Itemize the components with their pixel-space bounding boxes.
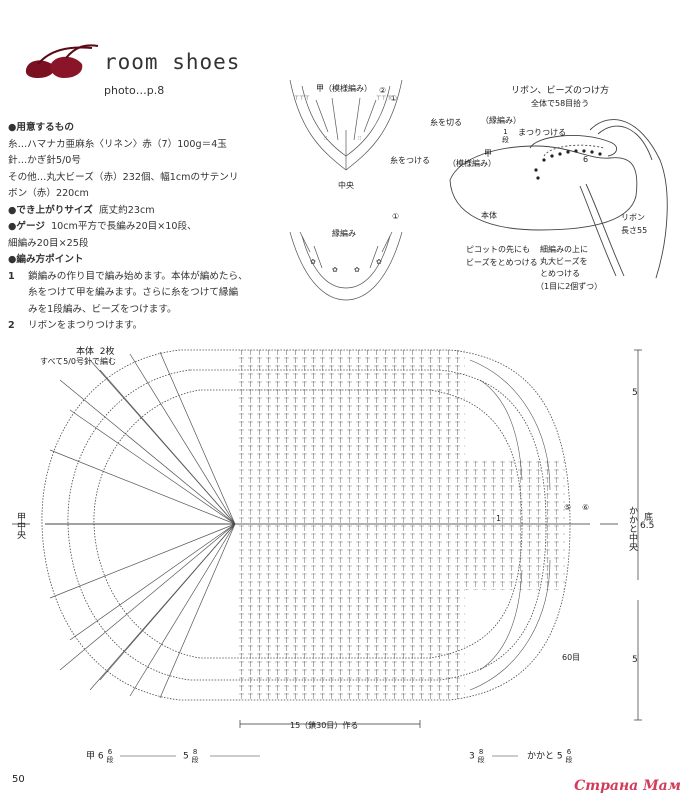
side-bottom-value: 5 [632, 655, 638, 665]
start-marker: 1 [496, 514, 502, 523]
instep-row-1: ① [390, 94, 398, 103]
yarn-line: 糸…ハマナカ亜麻糸〈リネン〉赤（7）100g＝4玉 [8, 138, 227, 150]
edge-chart: ✿ ✿ ✿ ✿ [289, 231, 403, 301]
gauge-heading: ●ゲージ [8, 221, 45, 232]
svg-text:✿: ✿ [332, 266, 338, 274]
needle-line: 針…かぎ針5/0号 [8, 155, 82, 166]
heel-center-label: かかと中央 [627, 506, 637, 551]
sc-note-4: （1目に2個ずつ） [536, 282, 603, 291]
cut-yarn-label: 糸を切る [430, 118, 462, 127]
ribbon-diagram [449, 119, 668, 279]
ribbon-title: リボン、ビーズのつけ方 [511, 86, 610, 96]
body-title: 本体 2枚 [76, 347, 115, 357]
picot-note-1: ピコットの先にも [466, 245, 530, 254]
other-line-2: ボン（赤）220cm [8, 188, 89, 199]
size-value: 底丈約23cm [98, 204, 155, 216]
row-5-marker: ⑤ [564, 503, 572, 512]
other-line-1: その他…丸大ビーズ（赤）232個、幅1cmのサテンリ [8, 171, 239, 183]
ribbon-length-2: 長さ55 [621, 226, 648, 235]
point-2: 2 リボンをまつりつけます。 [8, 320, 143, 331]
footer-arrows [120, 755, 518, 757]
toe-center-label: 甲中央 [15, 512, 25, 539]
instep-title: 甲（模様編み） [316, 84, 372, 93]
points-heading: ●編み方ポイント [8, 254, 84, 265]
page-number: 50 [12, 774, 25, 785]
svg-text:⫶⫶: ⫶⫶ [358, 135, 362, 142]
materials-block: ●用意するもの 糸…ハマナカ亜麻糸〈リネン〉赤（7）100g＝4玉 針…かぎ針5… [8, 120, 278, 335]
shoe-photo-icon [25, 44, 99, 78]
svg-text:✿: ✿ [354, 266, 360, 274]
stitches-60-label: 60目 [562, 653, 581, 662]
edge-row-1: ① [392, 212, 400, 221]
instep-center-label: 中央 [338, 181, 354, 190]
svg-text:✿: ✿ [376, 258, 382, 266]
sc-note-1: 細編みの上に [540, 245, 588, 254]
ribbon-instep-label: 甲 [484, 149, 492, 158]
sc-note-3: とめつける [540, 269, 580, 278]
size-heading: ●でき上がりサイズ [8, 204, 93, 216]
photo-reference: photo…p.8 [104, 84, 165, 97]
svg-text:⊤⊤⊤: ⊤⊤⊤ [376, 95, 392, 102]
page-title: room shoes [104, 50, 241, 74]
pick-up-label: 全体で58目拾う [531, 99, 590, 108]
edge-title: 縁編み [332, 229, 356, 238]
row-6-marker: ⑥ [582, 503, 590, 512]
ribbon-length-1: リボン [621, 213, 645, 222]
instep-row-2: ② [379, 86, 387, 95]
chain-base-label: 15（鎖30目）作る [290, 721, 359, 730]
edge-label: （縁編み） [481, 116, 521, 125]
svg-text:⫶⫶: ⫶⫶ [324, 135, 328, 142]
body-chart [41, 349, 590, 701]
body-needle-note: すべて5/0号針で編む [40, 357, 116, 366]
sole-label: 底 [644, 513, 654, 523]
watermark: Страна Мам [574, 778, 681, 794]
attach-yarn-label: 糸をつける [390, 156, 430, 165]
ribbon-instep-sub: （模様編み） [448, 159, 496, 168]
ribbon-six: 6 [583, 155, 589, 164]
materials-heading: ●用意するもの [8, 122, 74, 133]
gauge-line-1: 10cm平方で長編み20目×10段、 [51, 221, 197, 232]
svg-text:✿: ✿ [310, 258, 316, 266]
picot-note-2: ビーズをとめつける [466, 258, 538, 267]
sole-value: 6.5 [640, 521, 655, 531]
instep-chart: ⊤⊤⊤ ⊤⊤⊤ ⫶⫶ ⫶⫶ [289, 79, 403, 171]
side-top-value: 5 [632, 388, 638, 398]
gauge-line-2: 細編み20目×25段 [8, 237, 89, 249]
sew-on-label: まつりつける [518, 128, 567, 137]
ribbon-body-label: 本体 [481, 211, 497, 220]
point-1: 1 鎖編みの作り目で編み始めます。本体が編めたら、 糸をつけて甲を編みます。さら… [8, 270, 248, 315]
svg-text:⊤⊤⊤: ⊤⊤⊤ [294, 95, 310, 102]
sc-note-2: 丸大ビーズを [540, 257, 588, 266]
dimension-lines [12, 349, 642, 728]
